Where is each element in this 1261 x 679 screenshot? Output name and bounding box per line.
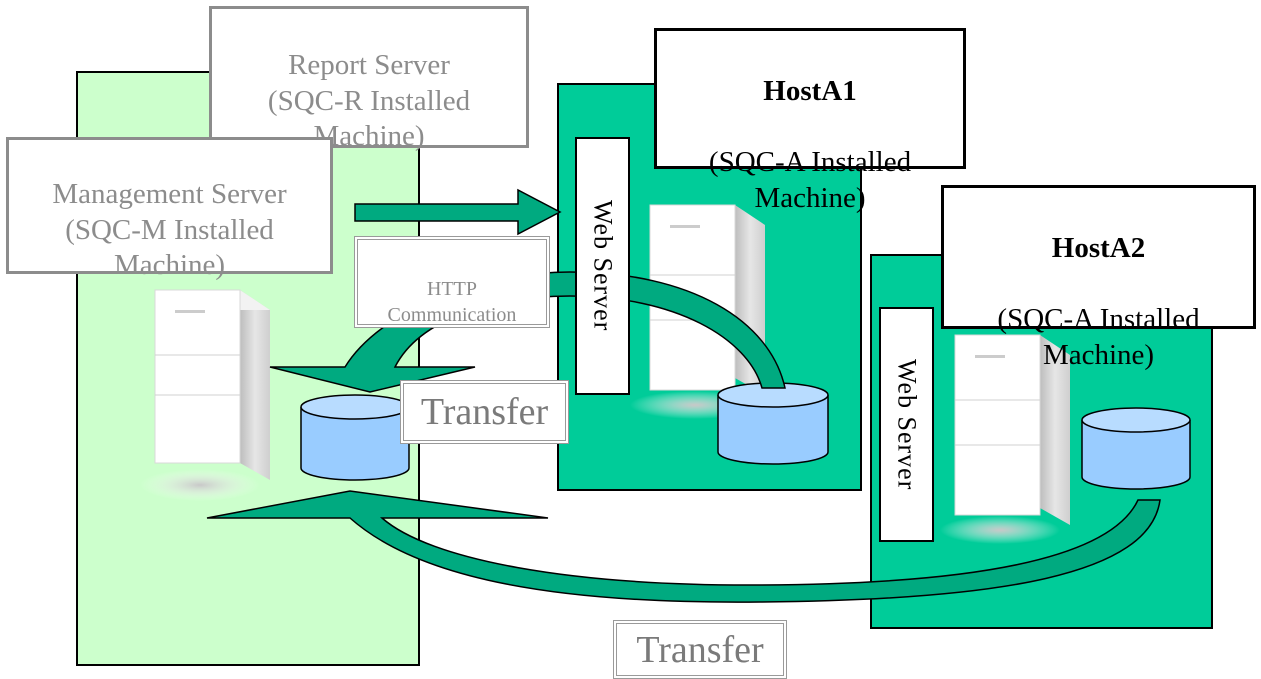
host-a1-database-icon: [717, 382, 829, 465]
transfer-label-1-text: Transfer: [420, 391, 549, 433]
host-a1-web-server: Web Server: [575, 137, 630, 395]
http-communication-text: HTTP Communication: [387, 278, 517, 326]
http-request-arrow: [354, 188, 562, 236]
host-a1-label: HostA1 (SQC-A Installed Machine): [654, 28, 966, 214]
report-server-text: Report Server (SQC-R Installed Machine): [267, 49, 471, 153]
host-a2-server-icon: [940, 334, 1070, 544]
management-server-text: Management Server (SQC-M Installed Machi…: [52, 178, 287, 282]
host-a2-database-icon: [1081, 407, 1191, 490]
transfer-label-2-text: Transfer: [636, 628, 764, 671]
host-a2-text: (SQC-A Installed Machine): [997, 303, 1200, 371]
host-a2-web-server-label: Web Server: [892, 358, 922, 491]
host-a1-web-server-label: Web Server: [588, 200, 618, 332]
transfer-label-1: Transfer: [400, 380, 569, 444]
management-database-icon: [300, 394, 410, 481]
transfer-arrow-host-a2: [206, 490, 1161, 603]
host-a1-title: HostA1: [763, 75, 857, 108]
report-server-label: Report Server (SQC-R Installed Machine): [209, 6, 529, 152]
management-server-label: Management Server (SQC-M Installed Machi…: [6, 137, 333, 281]
host-a2-title: HostA2: [1051, 232, 1146, 265]
transfer-label-2: Transfer: [613, 620, 787, 679]
management-server-icon: [140, 289, 270, 501]
http-communication-label: HTTP Communication: [354, 236, 550, 328]
host-a2-label: HostA2 (SQC-A Installed Machine): [941, 185, 1256, 371]
host-a2-web-server: Web Server: [879, 307, 934, 542]
host-a1-text: (SQC-A Installed Machine): [708, 146, 912, 214]
